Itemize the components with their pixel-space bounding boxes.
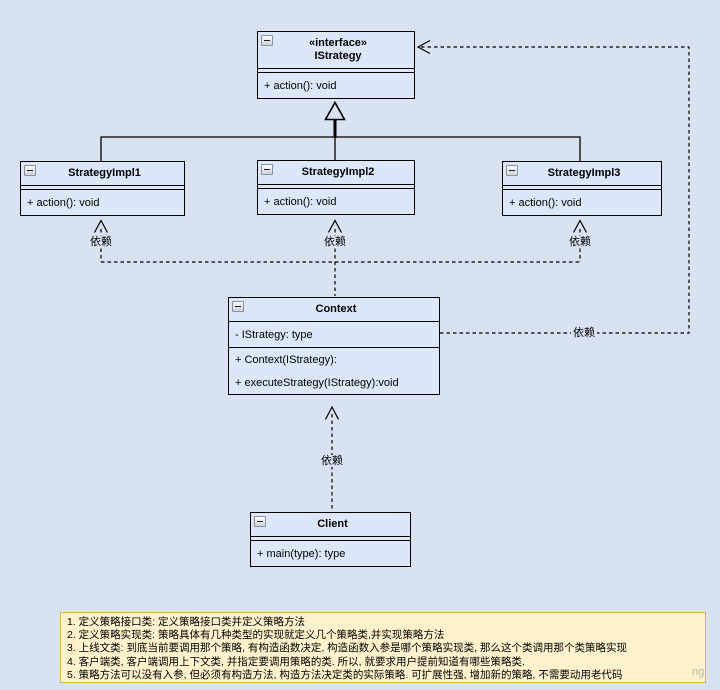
open-arrowhead — [327, 219, 343, 233]
note-line: 4. 客户端类, 客户端调用上下文类, 并指定要调用策略的类. 所以, 就要求用… — [67, 655, 525, 668]
generalization-connector — [100, 136, 581, 162]
empty-fields-compartment — [251, 537, 410, 541]
note-line: 3. 上线文类: 到底当前要调用那个策略, 有构造函数决定, 构造函数入参是哪个… — [67, 642, 628, 655]
collapse-icon[interactable] — [261, 164, 273, 175]
class-name: Client — [317, 518, 348, 530]
class-box-istrategy: «interface» IStrategy + action(): void — [257, 31, 415, 99]
methods-compartment: + action(): void — [258, 73, 414, 98]
field-label: - IStrategy: type — [235, 329, 313, 341]
methods-compartment: + main(type): type — [251, 541, 410, 566]
empty-fields-compartment — [503, 186, 661, 190]
method-label: + action(): void — [27, 197, 100, 209]
method-label: + main(type): type — [257, 548, 346, 560]
dependency-label: 依赖 — [322, 236, 348, 248]
class-header: StrategyImpl2 — [258, 161, 414, 185]
collapse-icon[interactable] — [24, 165, 36, 176]
empty-fields-compartment — [21, 186, 184, 190]
class-name: StrategyImpl3 — [547, 167, 621, 179]
dependency-label: 依赖 — [567, 236, 593, 248]
collapse-icon[interactable] — [506, 165, 518, 176]
dependency-label: 依赖 — [319, 455, 345, 467]
methods-compartment: + action(): void — [21, 190, 184, 215]
collapse-icon[interactable] — [254, 516, 266, 527]
collapse-icon[interactable] — [232, 301, 244, 312]
class-name: StrategyImpl1 — [68, 167, 141, 179]
class-header: «interface» IStrategy — [258, 32, 414, 69]
dependency-label: 依赖 — [571, 327, 597, 339]
note-box: 1. 定义策略接口类: 定义策略接口类并定义策略方法 2. 定义策略实现类: 策… — [60, 612, 706, 683]
class-box-strategyimpl2: StrategyImpl2 + action(): void — [257, 160, 415, 215]
class-header: StrategyImpl1 — [21, 162, 184, 186]
open-arrowhead — [572, 219, 588, 233]
method-label: + Context(IStrategy): — [235, 354, 337, 366]
class-header: Context — [229, 298, 439, 322]
class-box-strategyimpl1: StrategyImpl1 + action(): void — [20, 161, 185, 216]
note-line: 1. 定义策略接口类: 定义策略接口类并定义策略方法 — [67, 616, 306, 628]
collapse-icon[interactable] — [261, 35, 273, 46]
class-name: Context — [315, 303, 357, 315]
method-label: + action(): void — [264, 196, 337, 208]
method-label: + action(): void — [264, 80, 337, 92]
open-arrowhead — [324, 405, 340, 420]
class-header: StrategyImpl3 — [503, 162, 661, 186]
class-box-strategyimpl3: StrategyImpl3 + action(): void — [502, 161, 662, 216]
open-arrowhead — [93, 219, 109, 233]
stereotype-label: «interface» — [308, 37, 368, 49]
watermark-text: ng — [692, 666, 705, 678]
method-label: + action(): void — [509, 197, 582, 209]
open-arrowhead — [416, 39, 431, 55]
methods-compartment: + action(): void — [503, 190, 661, 215]
class-box-client: Client + main(type): type — [250, 512, 411, 567]
note-line: 5. 策略方法可以没有入参, 但必须有构造方法, 构造方法决定类的实际策略. 可… — [67, 668, 623, 681]
methods-compartment: + Context(IStrategy): + executeStrategy(… — [229, 348, 439, 394]
methods-compartment: + action(): void — [258, 189, 414, 214]
class-header: Client — [251, 513, 410, 537]
method-label: + executeStrategy(IStrategy):void — [235, 377, 399, 389]
class-name: IStrategy — [314, 50, 362, 62]
class-name: StrategyImpl2 — [301, 166, 375, 178]
fields-compartment: - IStrategy: type — [229, 322, 439, 348]
class-box-context: Context - IStrategy: type + Context(IStr… — [228, 297, 440, 395]
empty-fields-compartment — [258, 69, 414, 73]
generalization-triangle-arrowhead — [324, 100, 346, 121]
note-line: 2. 定义策略实现类: 策略具体有几种类型的实现就定义几个策略类,并实现策略方法 — [67, 629, 445, 642]
dependency-label: 依赖 — [88, 236, 114, 248]
empty-fields-compartment — [258, 185, 414, 189]
